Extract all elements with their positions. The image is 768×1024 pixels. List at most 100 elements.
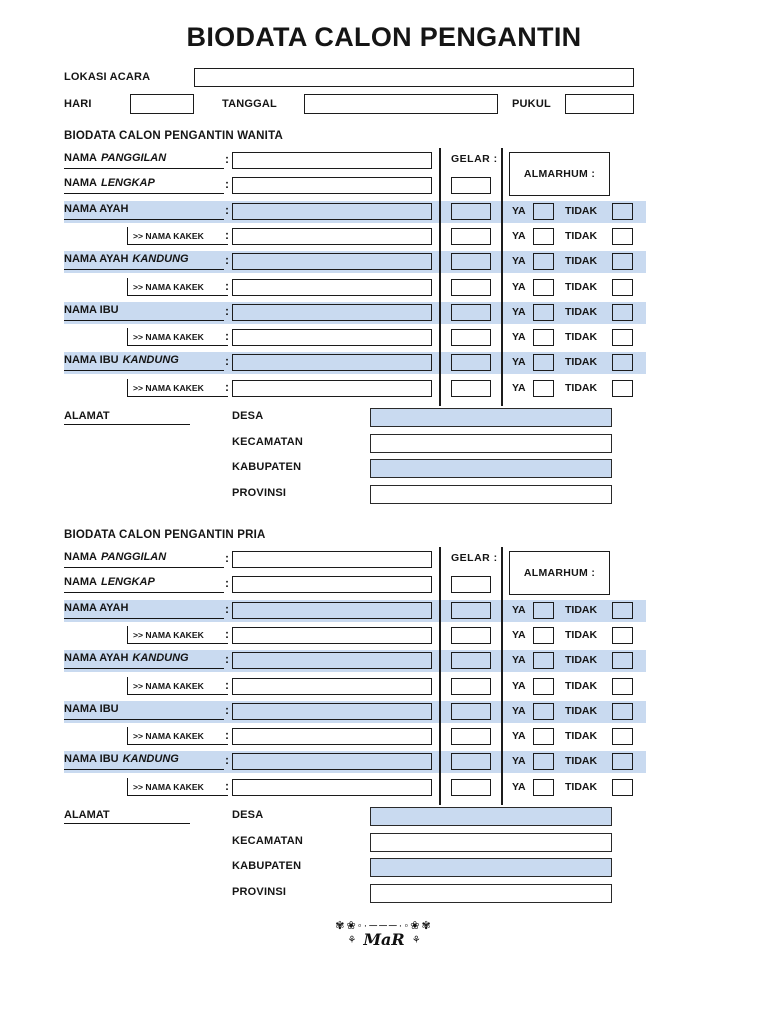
ya-checkbox[interactable] <box>533 778 554 796</box>
tidak-checkbox[interactable] <box>612 753 633 771</box>
gelar-input[interactable] <box>451 601 491 619</box>
nama-kakek-input[interactable] <box>232 227 432 245</box>
ya-checkbox[interactable] <box>533 702 554 720</box>
nama-ayah-kandung-input[interactable] <box>232 253 432 271</box>
ya-checkbox[interactable] <box>533 652 554 670</box>
tidak-checkbox[interactable] <box>612 702 633 720</box>
alamat-label: ALAMAT <box>64 809 190 824</box>
nama-panggilan-input[interactable] <box>232 152 432 169</box>
colon: : <box>225 329 229 344</box>
gelar-input[interactable] <box>451 576 491 594</box>
kecamatan-label: KECAMATAN <box>232 435 304 448</box>
ya-checkbox[interactable] <box>533 227 554 245</box>
nama-lengkap-input[interactable] <box>232 576 432 594</box>
gelar-input[interactable] <box>451 177 491 195</box>
column-divider <box>501 547 503 805</box>
ya-checkbox[interactable] <box>533 278 554 296</box>
gelar-input[interactable] <box>451 278 491 296</box>
ya-checkbox[interactable] <box>533 202 554 220</box>
pukul-input[interactable] <box>565 94 634 114</box>
gelar-input[interactable] <box>451 379 491 397</box>
provinsi-input[interactable] <box>370 484 612 504</box>
tanggal-input[interactable] <box>304 94 498 114</box>
gelar-input[interactable] <box>451 677 491 695</box>
gelar-input[interactable] <box>451 202 491 220</box>
nama-lengkap-input[interactable] <box>232 177 432 195</box>
nama-kakek-input[interactable] <box>232 626 432 644</box>
kakek-label: >> NAMA KAKEK <box>127 226 228 245</box>
ya-checkbox[interactable] <box>533 601 554 619</box>
tidak-label: TIDAK <box>565 730 598 743</box>
lokasi-acara-input[interactable] <box>194 68 634 87</box>
gelar-input[interactable] <box>451 626 491 644</box>
gelar-input[interactable] <box>451 354 491 372</box>
nama-kakek-input[interactable] <box>232 778 432 796</box>
gelar-input[interactable] <box>451 329 491 347</box>
desa-input[interactable] <box>370 807 612 826</box>
gelar-input[interactable] <box>451 702 491 720</box>
alamat-label: ALAMAT <box>64 410 190 425</box>
ya-checkbox[interactable] <box>533 253 554 271</box>
tidak-checkbox[interactable] <box>612 329 633 347</box>
address-row: PROVINSI <box>64 484 646 510</box>
kakek-label: >> NAMA KAKEK <box>127 378 228 397</box>
label-italic: LENGKAP <box>101 177 155 190</box>
kecamatan-input[interactable] <box>370 832 612 852</box>
gelar-input[interactable] <box>451 253 491 271</box>
nama-ibu-kandung-input[interactable] <box>232 753 432 771</box>
desa-input[interactable] <box>370 408 612 427</box>
gelar-input[interactable] <box>451 227 491 245</box>
ya-checkbox[interactable] <box>533 728 554 746</box>
tidak-checkbox[interactable] <box>612 253 633 271</box>
tidak-checkbox[interactable] <box>612 278 633 296</box>
tidak-checkbox[interactable] <box>612 354 633 372</box>
tidak-checkbox[interactable] <box>612 626 633 644</box>
nama-kakek-input[interactable] <box>232 728 432 746</box>
ya-checkbox[interactable] <box>533 677 554 695</box>
gelar-input[interactable] <box>451 753 491 771</box>
tidak-checkbox[interactable] <box>612 379 633 397</box>
nama-ibu-kandung-input[interactable] <box>232 354 432 372</box>
ya-checkbox[interactable] <box>533 626 554 644</box>
provinsi-label: PROVINSI <box>232 885 287 898</box>
nama-ayah-kandung-input[interactable] <box>232 652 432 670</box>
ya-checkbox[interactable] <box>533 753 554 771</box>
tidak-checkbox[interactable] <box>612 778 633 796</box>
hari-input[interactable] <box>130 94 194 114</box>
gelar-input[interactable] <box>451 778 491 796</box>
kabupaten-input[interactable] <box>370 459 612 478</box>
ya-checkbox[interactable] <box>533 354 554 372</box>
address-row: KABUPATEN <box>64 858 646 883</box>
tidak-checkbox[interactable] <box>612 303 633 321</box>
tidak-checkbox[interactable] <box>612 227 633 245</box>
kabupaten-input[interactable] <box>370 858 612 877</box>
section-heading: BIODATA CALON PENGANTIN WANITA <box>64 130 283 142</box>
nama-kakek-input[interactable] <box>232 677 432 695</box>
tidak-checkbox[interactable] <box>612 202 633 220</box>
ya-checkbox[interactable] <box>533 303 554 321</box>
nama-panggilan-input[interactable] <box>232 551 432 568</box>
kecamatan-input[interactable] <box>370 433 612 453</box>
nama-kakek-input[interactable] <box>232 329 432 347</box>
colon: : <box>225 551 229 565</box>
provinsi-input[interactable] <box>370 883 612 903</box>
nama-kakek-input[interactable] <box>232 278 432 296</box>
nama-ayah-input[interactable] <box>232 601 432 619</box>
tidak-checkbox[interactable] <box>612 728 633 746</box>
gelar-input[interactable] <box>451 303 491 321</box>
tidak-checkbox[interactable] <box>612 601 633 619</box>
ya-checkbox[interactable] <box>533 329 554 347</box>
ya-checkbox[interactable] <box>533 379 554 397</box>
nama-ayah-input[interactable] <box>232 202 432 220</box>
nama-ibu-input[interactable] <box>232 303 432 321</box>
gelar-input[interactable] <box>451 728 491 746</box>
field-label: NAMA IBU <box>64 304 224 321</box>
gelar-input[interactable] <box>451 652 491 670</box>
nama-ibu-input[interactable] <box>232 702 432 720</box>
tidak-checkbox[interactable] <box>612 652 633 670</box>
nama-kakek-input[interactable] <box>232 379 432 397</box>
tidak-checkbox[interactable] <box>612 677 633 695</box>
